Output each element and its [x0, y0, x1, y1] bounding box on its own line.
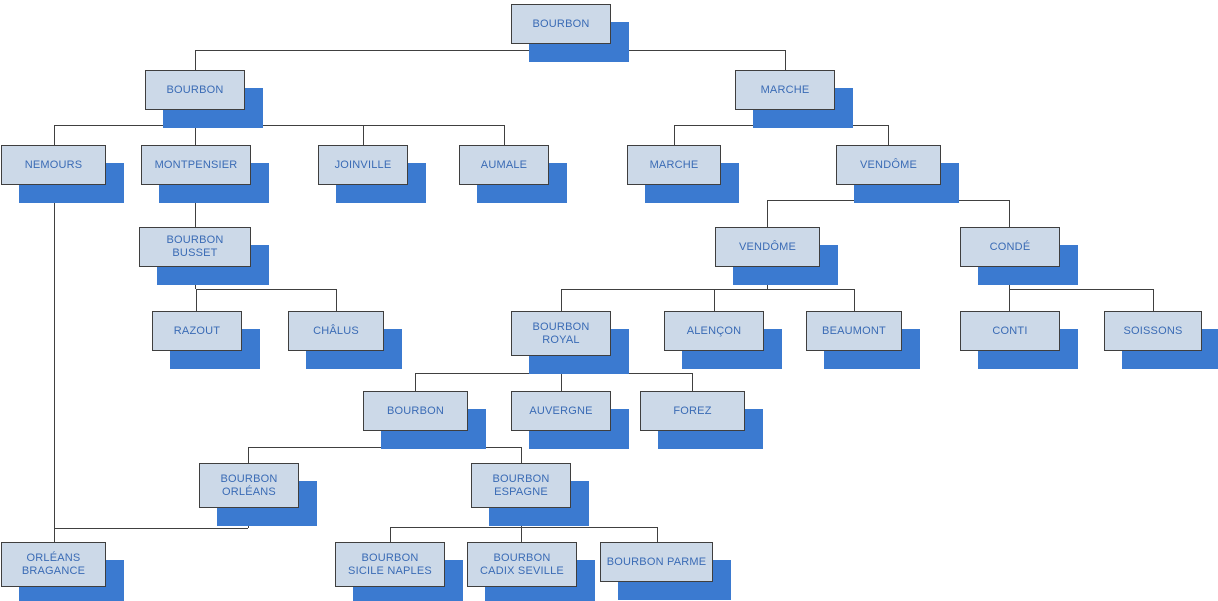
node-bourbon-espagne[interactable]: BOURBON ESPAGNE	[471, 463, 571, 508]
connector-drop-bourbon-l5	[415, 373, 416, 391]
node-label: BOURBON ROYAL	[532, 320, 590, 346]
node-label: ALENÇON	[686, 324, 742, 337]
node-label: CHÂLUS	[313, 324, 359, 337]
node-condé[interactable]: CONDÉ	[960, 227, 1060, 267]
node-bourbon[interactable]: BOURBON	[145, 70, 245, 110]
connector-drop-alencon	[714, 289, 715, 311]
node-marche[interactable]: MARCHE	[735, 70, 835, 110]
node-bourbon-orléans[interactable]: BOURBON ORLÉANS	[199, 463, 299, 508]
connector-orleans-bragance-bus	[54, 528, 248, 529]
node-razout[interactable]: RAZOUT	[152, 311, 242, 351]
connector-root-bus	[195, 50, 786, 51]
node-montpensier[interactable]: MONTPENSIER	[141, 145, 251, 185]
connector-drop-bourbon-espagne	[521, 447, 522, 463]
node-bourbon-royal[interactable]: BOURBON ROYAL	[511, 311, 611, 356]
node-bourbon-busset[interactable]: BOURBON BUSSET	[139, 227, 251, 267]
node-label: BOURBON ORLÉANS	[220, 472, 278, 498]
node-label: BOURBON SICILE NAPLES	[348, 551, 432, 577]
connector-drop-aumale	[504, 125, 505, 145]
node-forez[interactable]: FOREZ	[640, 391, 745, 431]
node-vendôme[interactable]: VENDÔME	[836, 145, 941, 185]
connector-drop-bourbon-orleans	[248, 447, 249, 463]
connector-drop-vendome-l3	[888, 125, 889, 145]
node-label: AUMALE	[480, 158, 528, 171]
node-label: BEAUMONT	[822, 324, 886, 337]
connector-drop-cadix-seville	[521, 527, 522, 542]
node-label: NEMOURS	[24, 158, 83, 171]
connector-conde-bus	[1009, 289, 1153, 290]
connector-busset-bus	[196, 289, 336, 290]
connector-drop-sicile-naples	[390, 527, 391, 542]
node-beaumont[interactable]: BEAUMONT	[806, 311, 902, 351]
node-label: FOREZ	[673, 404, 712, 417]
connector-drop-to-bourbon-l2	[195, 50, 196, 70]
node-label: BOURBON ESPAGNE	[492, 472, 550, 498]
node-label: BOURBON	[386, 404, 445, 417]
node-label: AUVERGNE	[529, 404, 593, 417]
node-alençon[interactable]: ALENÇON	[664, 311, 764, 351]
node-bourbon-parme[interactable]: BOURBON PARME	[600, 542, 713, 582]
node-aumale[interactable]: AUMALE	[459, 145, 549, 185]
connector-drop-razout	[196, 289, 197, 311]
node-châlus[interactable]: CHÂLUS	[288, 311, 384, 351]
connector-drop-chalus	[336, 289, 337, 311]
connector-drop-auvergne	[561, 373, 562, 391]
connector-vendome-l4-bus	[561, 289, 854, 290]
node-label: MONTPENSIER	[154, 158, 238, 171]
node-label: JOINVILLE	[334, 158, 392, 171]
node-soissons[interactable]: SOISSONS	[1104, 311, 1202, 351]
connector-drop-soissons	[1153, 289, 1154, 311]
connector-drop-nemours	[54, 125, 55, 145]
node-label: VENDÔME	[859, 158, 918, 171]
node-marche[interactable]: MARCHE	[627, 145, 721, 185]
node-bourbon[interactable]: BOURBON	[363, 391, 468, 431]
node-label: RAZOUT	[173, 324, 221, 337]
node-vendôme[interactable]: VENDÔME	[715, 227, 820, 267]
node-label: BOURBON	[532, 17, 590, 30]
node-label: ORLÉANS BRAGANCE	[21, 551, 86, 577]
node-nemours[interactable]: NEMOURS	[1, 145, 106, 185]
node-label: BOURBON	[166, 83, 224, 96]
connector-drop-to-marche-l2	[785, 50, 786, 70]
connector-bourbon-l2-bus	[54, 125, 504, 126]
connector-drop-vendome-l4	[767, 200, 768, 227]
node-label: SOISSONS	[1123, 324, 1183, 337]
connector-drop-forez	[692, 373, 693, 391]
node-bourbon[interactable]: BOURBON	[511, 4, 611, 44]
node-bourbon-cadix-seville[interactable]: BOURBON CADIX SEVILLE	[467, 542, 577, 587]
node-label: VENDÔME	[738, 240, 797, 253]
connector-drop-conde	[1009, 200, 1010, 227]
connector-drop-joinville	[363, 125, 364, 145]
node-label: BOURBON BUSSET	[166, 234, 224, 259]
connector-drop-montpensier	[195, 125, 196, 145]
connector-drop-bourbon-royal	[561, 289, 562, 311]
connector-drop-parme	[657, 527, 658, 542]
node-label: CONDÉ	[989, 240, 1031, 253]
connector-espagne-bus	[390, 527, 657, 528]
node-conti[interactable]: CONTI	[960, 311, 1060, 351]
connector-nemours-long-drop	[54, 185, 55, 542]
connector-drop-marche-l3	[674, 125, 675, 145]
connector-drop-beaumont	[854, 289, 855, 311]
node-label: MARCHE	[649, 158, 699, 171]
node-label: BOURBON PARME	[606, 555, 707, 568]
node-label: CONTI	[992, 324, 1028, 337]
connector-montpensier-to-busset	[195, 185, 196, 227]
node-orléans-bragance[interactable]: ORLÉANS BRAGANCE	[1, 542, 106, 587]
node-joinville[interactable]: JOINVILLE	[318, 145, 408, 185]
connector-drop-conti	[1009, 289, 1010, 311]
node-label: MARCHE	[760, 83, 810, 96]
node-bourbon-sicile-naples[interactable]: BOURBON SICILE NAPLES	[335, 542, 445, 587]
node-label: BOURBON CADIX SEVILLE	[480, 551, 564, 577]
node-auvergne[interactable]: AUVERGNE	[511, 391, 611, 431]
